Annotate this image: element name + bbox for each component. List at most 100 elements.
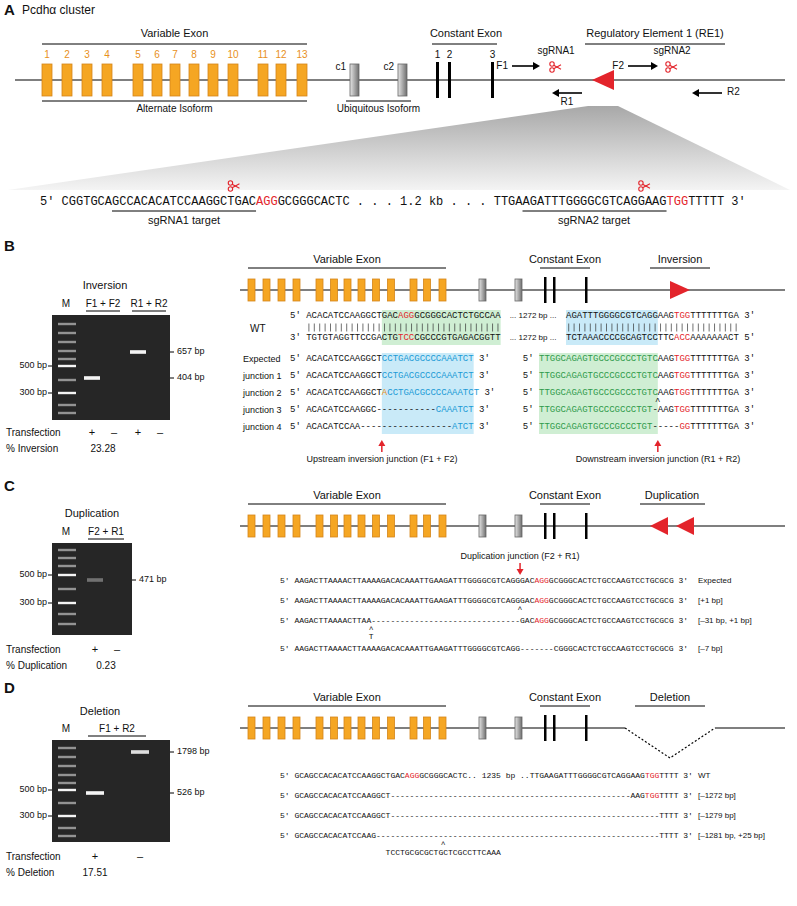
tick-line [48,603,52,604]
ladder-band [58,613,76,615]
sequence-segment: TTTTTTTGA 3' [690,354,755,364]
scissors-icon [670,65,677,69]
bracket-line [540,706,590,707]
text-label: [–31 bp, +1 bp] [698,617,752,625]
base-pair-bar [449,324,450,332]
variable-exon [388,515,395,537]
text-label: Pcdhα cluster [22,4,95,16]
sequence-segment: GCGGGCACTC.. 1235 bp ..TTGAAGATTTGGGGCGT… [419,771,645,780]
zoom-wedge [8,106,790,190]
base-pair-bar [427,324,428,332]
text-label: Deletion [80,706,120,717]
text-label: – [111,427,117,438]
lane-line [132,311,166,312]
junction-arrow [657,446,659,452]
text-label: % Inversion [6,444,58,454]
sequence-segment: 5' [523,388,539,398]
base-pair-bar [346,324,347,332]
text-label: 11 [258,50,268,60]
text-label: junction 1 [243,372,282,381]
base-pair-bar [687,324,688,332]
text-label: [–1279 bp] [698,812,736,820]
ladder-band [58,602,76,604]
ubiquitous-exon [515,279,522,301]
text-label: % Deletion [6,868,54,878]
base-pair-bar [665,324,666,332]
base-pair-bar [492,324,493,332]
dna-sequence: ^ [518,606,523,614]
bracket-line [42,44,307,45]
dna-sequence: 5' TTGGCAGAGTGCCCGCCCTGTCAAGTGGTTTTTTTGA… [523,372,755,381]
base-pair-bar [368,324,369,332]
sequence-segment: TTTTTTTGA 3' [690,371,755,381]
target-underline [112,211,256,212]
base-pair-bar [373,324,374,332]
base-pair-bar [379,324,380,332]
variable-exon [170,64,180,96]
constant-exon [553,715,556,741]
base-pair-bar [325,324,326,332]
text-label: WT [250,324,266,334]
primer-arrow [559,92,582,94]
dna-sequence: 5' GCAGCCACACATCCAAGGCT-----------------… [280,792,693,800]
text-label: junction 3 [243,406,282,415]
text-label: Duplication [645,490,699,501]
tick-line [170,793,174,794]
sequence-segment: AGATTTGGGGCGTCAGGAAG [566,311,674,321]
sequence-segment: 5' GCAGCCACACATCCAAGGCTGAC [280,771,405,780]
text-label: Variable Exon [313,692,381,703]
variable-exon [293,515,300,537]
ladder-band [58,623,76,625]
text-label: 1798 bp [177,747,210,756]
dna-sequence: 5' ACACATCCAAGGC-----------CAAATCT 3' [290,406,490,415]
variable-exon [439,515,446,537]
text-label: [+1 bp] [698,597,723,605]
tick-line [48,393,52,394]
base-pair-bar [628,324,629,332]
ubiquitous-exon [398,64,407,96]
text-label: M [62,724,70,734]
dna-band [130,350,146,354]
sequence-segment: TGG [674,388,690,398]
variable-exon [263,279,270,301]
text-label: sgRNA2 target [558,215,630,226]
dna-sequence: TCTAAACCCCGCAGTCCTTCACCAAAAAAACT 5' [566,334,755,343]
text-label: [–7 bp] [698,645,722,653]
regulatory-element [592,70,614,90]
base-pair-bar [622,324,623,332]
base-pair-bar [487,324,488,332]
base-pair-bar [406,324,407,332]
dna-band [86,791,104,795]
sequence-segment: 5' CGGTGCAGCCACACATCCAAGGCTGAC [40,195,256,209]
dna-band [131,750,149,754]
sequence-segment: 5' ACACATCCAAGGCT [290,371,382,381]
scissors-icon [554,65,561,69]
base-pair-bar [709,324,710,332]
dna-sequence: 5' TTGGCAGAGTGCCCGCCCTGTCAAGTGGTTTTTTTGA… [523,389,755,398]
sequence-segment: 3' [474,405,490,415]
sequence-segment: 3' [474,354,490,364]
bracket-line [248,268,446,269]
sequence-segment: GCGGGCACTCTGCCAAGTCCTGCGCG 3' [549,576,688,585]
text-label: WT [698,772,710,780]
arrow-head [533,62,540,70]
sequence-segment: TTGGCAGAGTGCCCGCCCTGTC [539,371,658,381]
sequence-segment: AAAAAAACT 5' [690,333,755,343]
text-label: junction 4 [243,423,282,432]
variable-exon [316,279,323,301]
text-label: 2 [447,50,453,60]
sequence-segment: CGCCCGTGAGACGGTT [414,333,500,343]
variable-exon [424,717,431,739]
variable-exon [42,64,52,96]
base-pair-bar [497,324,498,332]
text-label: Regulatory Element 1 (RE1) [586,28,724,39]
variable-exon [410,515,417,537]
base-pair-bar [465,324,466,332]
base-pair-bar [601,324,602,332]
base-pair-bar [617,324,618,332]
primer-arrow [628,65,651,67]
bracket-line [635,706,705,707]
locus-line [715,727,785,728]
text-label: – [114,644,120,655]
sequence-segment: TGG [674,405,690,415]
